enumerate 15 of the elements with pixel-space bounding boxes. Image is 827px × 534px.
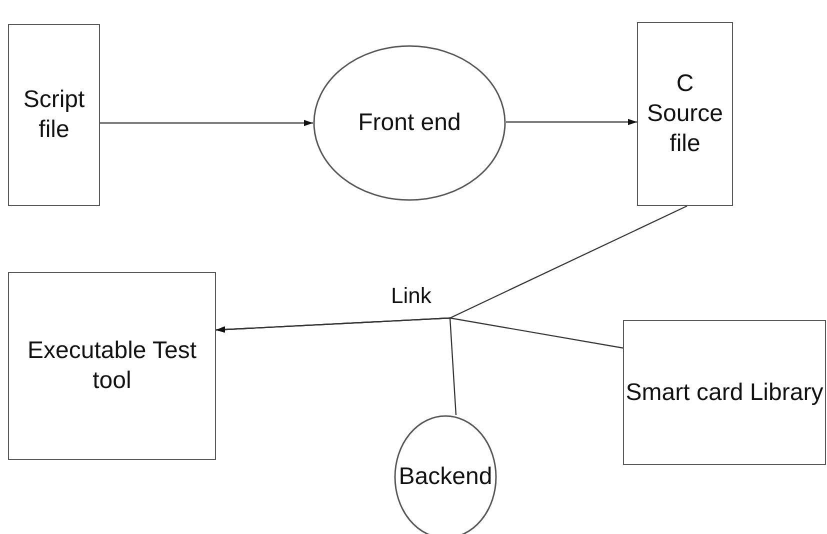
node-label: Backend (398, 462, 492, 492)
arrow (216, 317, 457, 416)
process-box (623, 320, 826, 465)
process-box (8, 24, 100, 206)
arrow (100, 120, 313, 126)
node-label: C Source file (646, 69, 724, 159)
arrow (506, 118, 637, 126)
node-label: Front end (358, 108, 461, 138)
node-label: Smart card Library (626, 378, 824, 408)
process-box (637, 22, 733, 206)
node-label: Script file (22, 85, 86, 145)
node-label: Executable Test tool (26, 336, 198, 396)
junction-label: Link (391, 283, 432, 309)
process-box (8, 272, 216, 460)
process-ellipse (313, 45, 506, 201)
